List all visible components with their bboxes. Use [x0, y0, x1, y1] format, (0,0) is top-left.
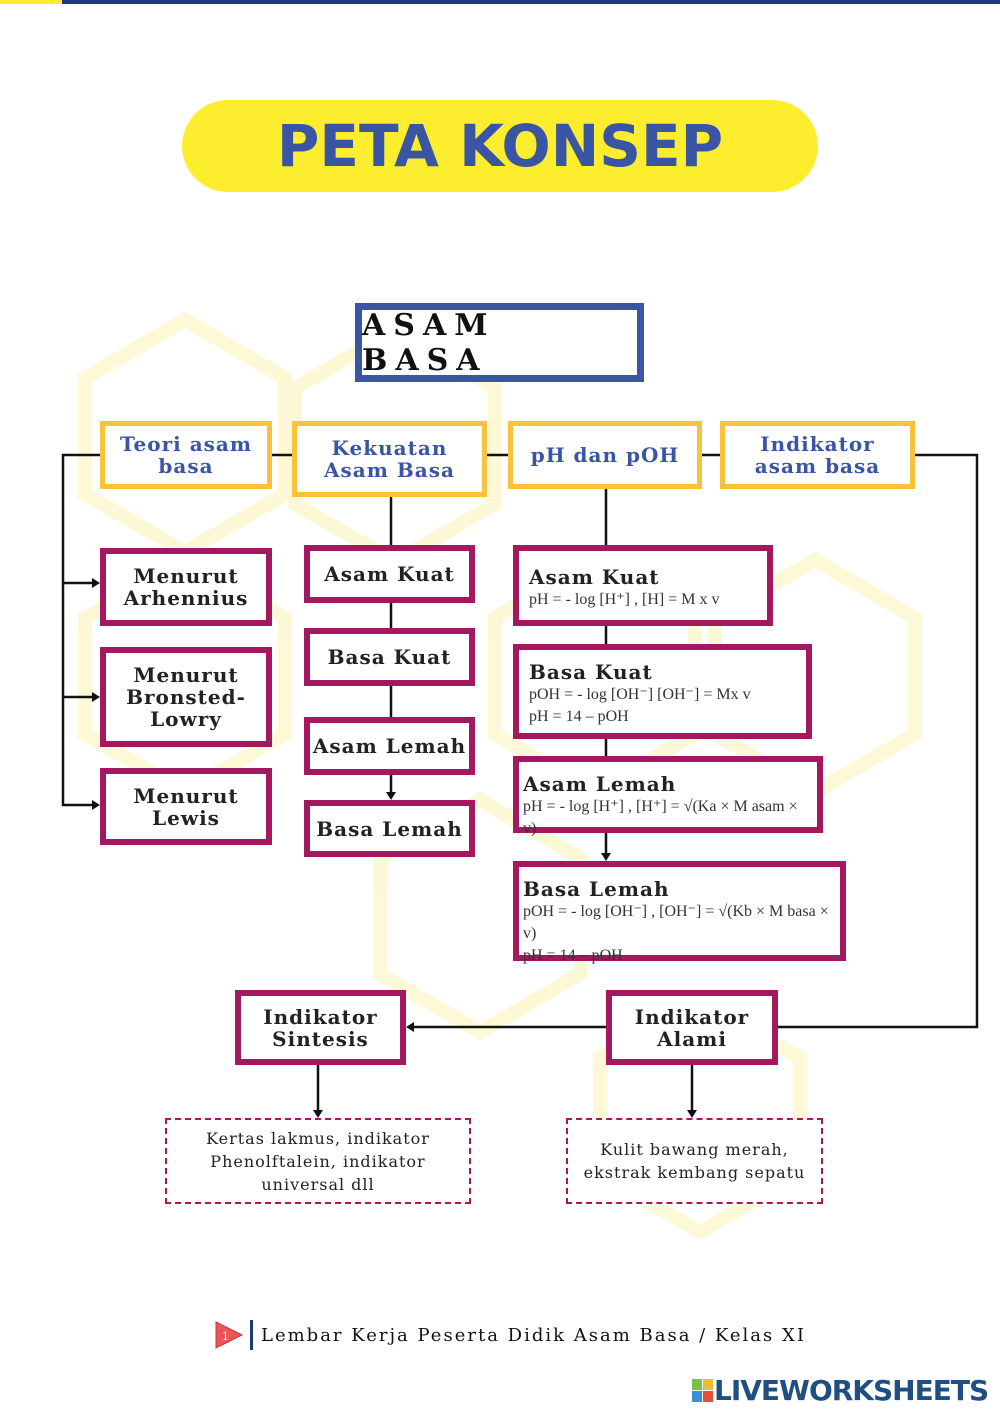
root-concept: ASAM BASA — [355, 303, 644, 382]
liveworksheets-logo: LIVEWORKSHEETS — [692, 1374, 989, 1407]
kekuatan-basa-lemah: Basa Lemah — [304, 800, 475, 857]
indikator-sintesis: Indikator Sintesis — [235, 990, 406, 1065]
category-kekuatan: Kekuatan Asam Basa — [292, 421, 487, 497]
box-label: Basa Kuat — [327, 645, 452, 669]
ph-basa-kuat: Basa Kuat pOH = - log [OH⁻] [OH⁻] = Mx v… — [513, 644, 812, 739]
box-label: Indikator Alami — [634, 1004, 750, 1051]
teori-lewis: Menurut Lewis — [100, 768, 272, 845]
box-label: Menurut Lewis — [133, 783, 239, 830]
footer: 1 Lembar Kerja Peserta Didik Asam Basa /… — [214, 1320, 806, 1350]
box-title: Basa Kuat — [529, 660, 653, 684]
teori-arhennius: Menurut Arhennius — [100, 548, 272, 626]
kekuatan-asam-kuat: Asam Kuat — [304, 545, 475, 603]
box-label: Asam Kuat — [324, 562, 455, 586]
arrowheads — [92, 578, 697, 1118]
footer-divider — [250, 1320, 253, 1350]
top-bar — [0, 0, 1000, 4]
title-banner: PETA KONSEP — [182, 100, 818, 192]
kekuatan-asam-lemah: Asam Lemah — [304, 717, 475, 775]
page-title: PETA KONSEP — [276, 112, 724, 180]
sintesis-examples: Kertas lakmus, indikator Phenolftalein, … — [165, 1118, 471, 1204]
root-label: ASAM BASA — [362, 307, 496, 378]
ph-asam-kuat: Asam Kuat pH = - log [H⁺] , [H] = M x v — [513, 545, 773, 626]
footer-text: Lembar Kerja Peserta Didik Asam Basa / K… — [261, 1324, 806, 1346]
logo-text: LIVEWORKSHEETS — [714, 1374, 989, 1407]
top-bar-accent — [0, 0, 62, 4]
indikator-alami: Indikator Alami — [606, 990, 778, 1065]
category-indikator: Indikator asam basa — [720, 421, 915, 489]
box-title: Asam Lemah — [523, 772, 677, 796]
formula: pH = - log [H⁺] , [H⁺] = √(Ka × M asam ×… — [523, 798, 798, 837]
ph-basa-lemah: Basa Lemah pOH = - log [OH⁻] , [OH⁻] = √… — [513, 861, 846, 964]
box-title: Basa Lemah — [523, 877, 670, 901]
examples-text: Kertas lakmus, indikator Phenolftalein, … — [206, 1128, 430, 1194]
formula: pH = - log [H⁺] , [H] = M x v — [529, 591, 720, 608]
alami-examples: Kulit bawang merah, ekstrak kembang sepa… — [566, 1118, 823, 1204]
category-label: Kekuatan Asam Basa — [324, 436, 455, 482]
formula: pH = 14 – pOH — [523, 947, 623, 964]
box-label: Menurut Arhennius — [123, 564, 249, 610]
teori-bronsted: Menurut Bronsted-Lowry — [100, 647, 272, 747]
box-label: Menurut Bronsted-Lowry — [126, 663, 246, 731]
box-label: Asam Lemah — [312, 734, 467, 758]
ph-asam-lemah: Asam Lemah pH = - log [H⁺] , [H⁺] = √(Ka… — [513, 756, 823, 837]
kekuatan-basa-kuat: Basa Kuat — [304, 628, 475, 686]
page-number: 1 — [222, 1330, 229, 1343]
formula: pOH = - log [OH⁻] [OH⁻] = Mx v — [529, 686, 751, 703]
formula: pH = 14 – pOH — [529, 708, 629, 725]
category-ph: pH dan pOH — [508, 421, 702, 489]
examples-text: Kulit bawang merah, ekstrak kembang sepa… — [583, 1140, 806, 1182]
box-label: Indikator Sintesis — [263, 1004, 378, 1051]
category-teori: Teori asam basa — [100, 421, 272, 489]
category-label: Teori asam basa — [119, 432, 253, 478]
formula: pOH = - log [OH⁻] , [OH⁻] = √(Kb × M bas… — [523, 903, 829, 942]
box-title: Asam Kuat — [529, 565, 660, 589]
page-number-arrow-icon: 1 — [215, 1321, 244, 1349]
box-label: Basa Lemah — [316, 816, 463, 841]
live-logo-icon — [692, 1378, 713, 1402]
category-label: Indikator asam basa — [754, 432, 881, 478]
category-label: pH dan pOH — [530, 443, 680, 467]
